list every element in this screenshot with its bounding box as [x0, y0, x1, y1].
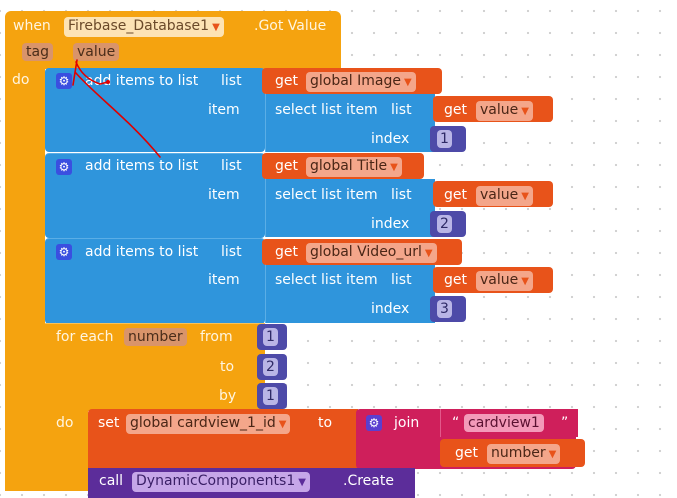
variable-name: value — [480, 102, 519, 118]
index-value[interactable]: 2 — [437, 215, 452, 233]
param-tag[interactable]: tag — [22, 43, 53, 61]
component-dropdown[interactable]: Firebase_Database1▼ — [64, 17, 224, 37]
add-items-label: add items to list — [85, 158, 199, 174]
index-label: index — [371, 216, 410, 232]
variable-dropdown[interactable]: global Image▼ — [306, 72, 416, 92]
join-label: join — [394, 415, 420, 431]
value-dropdown[interactable]: value▼ — [476, 186, 533, 206]
text-close-quote: ” — [561, 415, 569, 431]
dropdown-arrow-icon: ▼ — [424, 248, 433, 259]
to-value[interactable]: 2 — [263, 358, 278, 376]
dropdown-arrow-icon: ▼ — [390, 162, 398, 173]
component-dropdown[interactable]: DynamicComponents1▼ — [132, 472, 310, 492]
text-open-quote: “ — [452, 415, 460, 431]
from-label: from — [200, 329, 233, 345]
index-label: index — [371, 131, 410, 147]
gear-icon[interactable]: ⚙ — [56, 73, 72, 89]
variable-name: value — [480, 187, 519, 203]
by-label: by — [219, 388, 237, 404]
dropdown-arrow-icon: ▼ — [404, 77, 412, 88]
for-each-left-column — [45, 408, 88, 491]
when-label: when — [13, 18, 51, 34]
for-each-label: for each — [56, 329, 114, 345]
select-list-item-label: select list item — [275, 102, 378, 118]
list-label: list — [221, 73, 242, 89]
item-label: item — [208, 102, 240, 118]
value-dropdown[interactable]: value▼ — [476, 271, 533, 291]
get-label: get — [444, 187, 467, 203]
get-label: get — [275, 158, 298, 174]
variable-name: global Video_url — [310, 244, 422, 260]
list-label: list — [221, 244, 242, 260]
variable-dropdown[interactable]: global Video_url▼ — [306, 243, 437, 263]
add-items-label: add items to list — [85, 73, 199, 89]
value-dropdown[interactable]: value▼ — [476, 101, 533, 121]
variable-name: value — [480, 272, 519, 288]
loop-var-number[interactable]: number — [124, 328, 187, 346]
set-label: set — [98, 415, 120, 431]
select-list-item-label: select list item — [275, 272, 378, 288]
dropdown-arrow-icon: ▼ — [212, 22, 220, 33]
param-value[interactable]: value — [73, 43, 120, 61]
dropdown-arrow-icon: ▼ — [521, 106, 529, 117]
gear-icon[interactable]: ⚙ — [56, 159, 72, 175]
dropdown-arrow-icon: ▼ — [278, 419, 287, 430]
variable-dropdown[interactable]: global Title▼ — [306, 157, 402, 177]
text-value[interactable]: cardview1 — [464, 414, 544, 432]
select-list-item-label: select list item — [275, 187, 378, 203]
component-name: DynamicComponents1 — [136, 473, 296, 489]
gear-icon[interactable]: ⚙ — [56, 244, 72, 260]
select-list-item-block-1[interactable] — [265, 94, 435, 152]
from-value[interactable]: 1 — [263, 328, 278, 346]
add-items-block-3[interactable] — [45, 238, 265, 324]
to-label: to — [318, 415, 333, 431]
set-variable-dropdown[interactable]: global cardview_1_id▼ — [126, 414, 291, 434]
variable-name: global Title — [310, 158, 388, 174]
number-dropdown[interactable]: number▼ — [487, 444, 561, 464]
dropdown-arrow-icon: ▼ — [521, 276, 529, 287]
variable-name: global cardview_1_id — [130, 415, 276, 431]
dropdown-arrow-icon: ▼ — [521, 191, 529, 202]
select-list-label: list — [391, 187, 412, 203]
by-value[interactable]: 1 — [263, 387, 278, 405]
index-label: index — [371, 301, 410, 317]
event-name: .Got Value — [254, 18, 327, 34]
call-label: call — [99, 473, 124, 489]
method-name: .Create — [343, 473, 394, 489]
gear-icon[interactable]: ⚙ — [366, 415, 382, 431]
event-block-left-column — [5, 66, 45, 491]
get-label: get — [455, 445, 478, 461]
for-each-do-label: do — [56, 415, 74, 431]
get-label: get — [275, 73, 298, 89]
select-list-label: list — [391, 272, 412, 288]
event-do-label: do — [12, 72, 30, 88]
variable-name: global Image — [310, 73, 401, 89]
component-name: Firebase_Database1 — [68, 18, 210, 34]
index-value[interactable]: 1 — [437, 130, 452, 148]
get-label: get — [444, 272, 467, 288]
to-label: to — [220, 359, 235, 375]
list-label: list — [221, 158, 242, 174]
select-list-item-block-2[interactable] — [265, 179, 435, 237]
select-list-item-block-3[interactable] — [265, 265, 435, 323]
get-label: get — [275, 244, 298, 260]
item-label: item — [208, 187, 240, 203]
add-items-label: add items to list — [85, 244, 199, 260]
index-value[interactable]: 3 — [437, 300, 452, 318]
dropdown-arrow-icon: ▼ — [548, 449, 557, 460]
get-label: get — [444, 102, 467, 118]
dropdown-arrow-icon: ▼ — [298, 477, 306, 488]
variable-name: number — [491, 445, 546, 461]
item-label: item — [208, 272, 240, 288]
select-list-label: list — [391, 102, 412, 118]
